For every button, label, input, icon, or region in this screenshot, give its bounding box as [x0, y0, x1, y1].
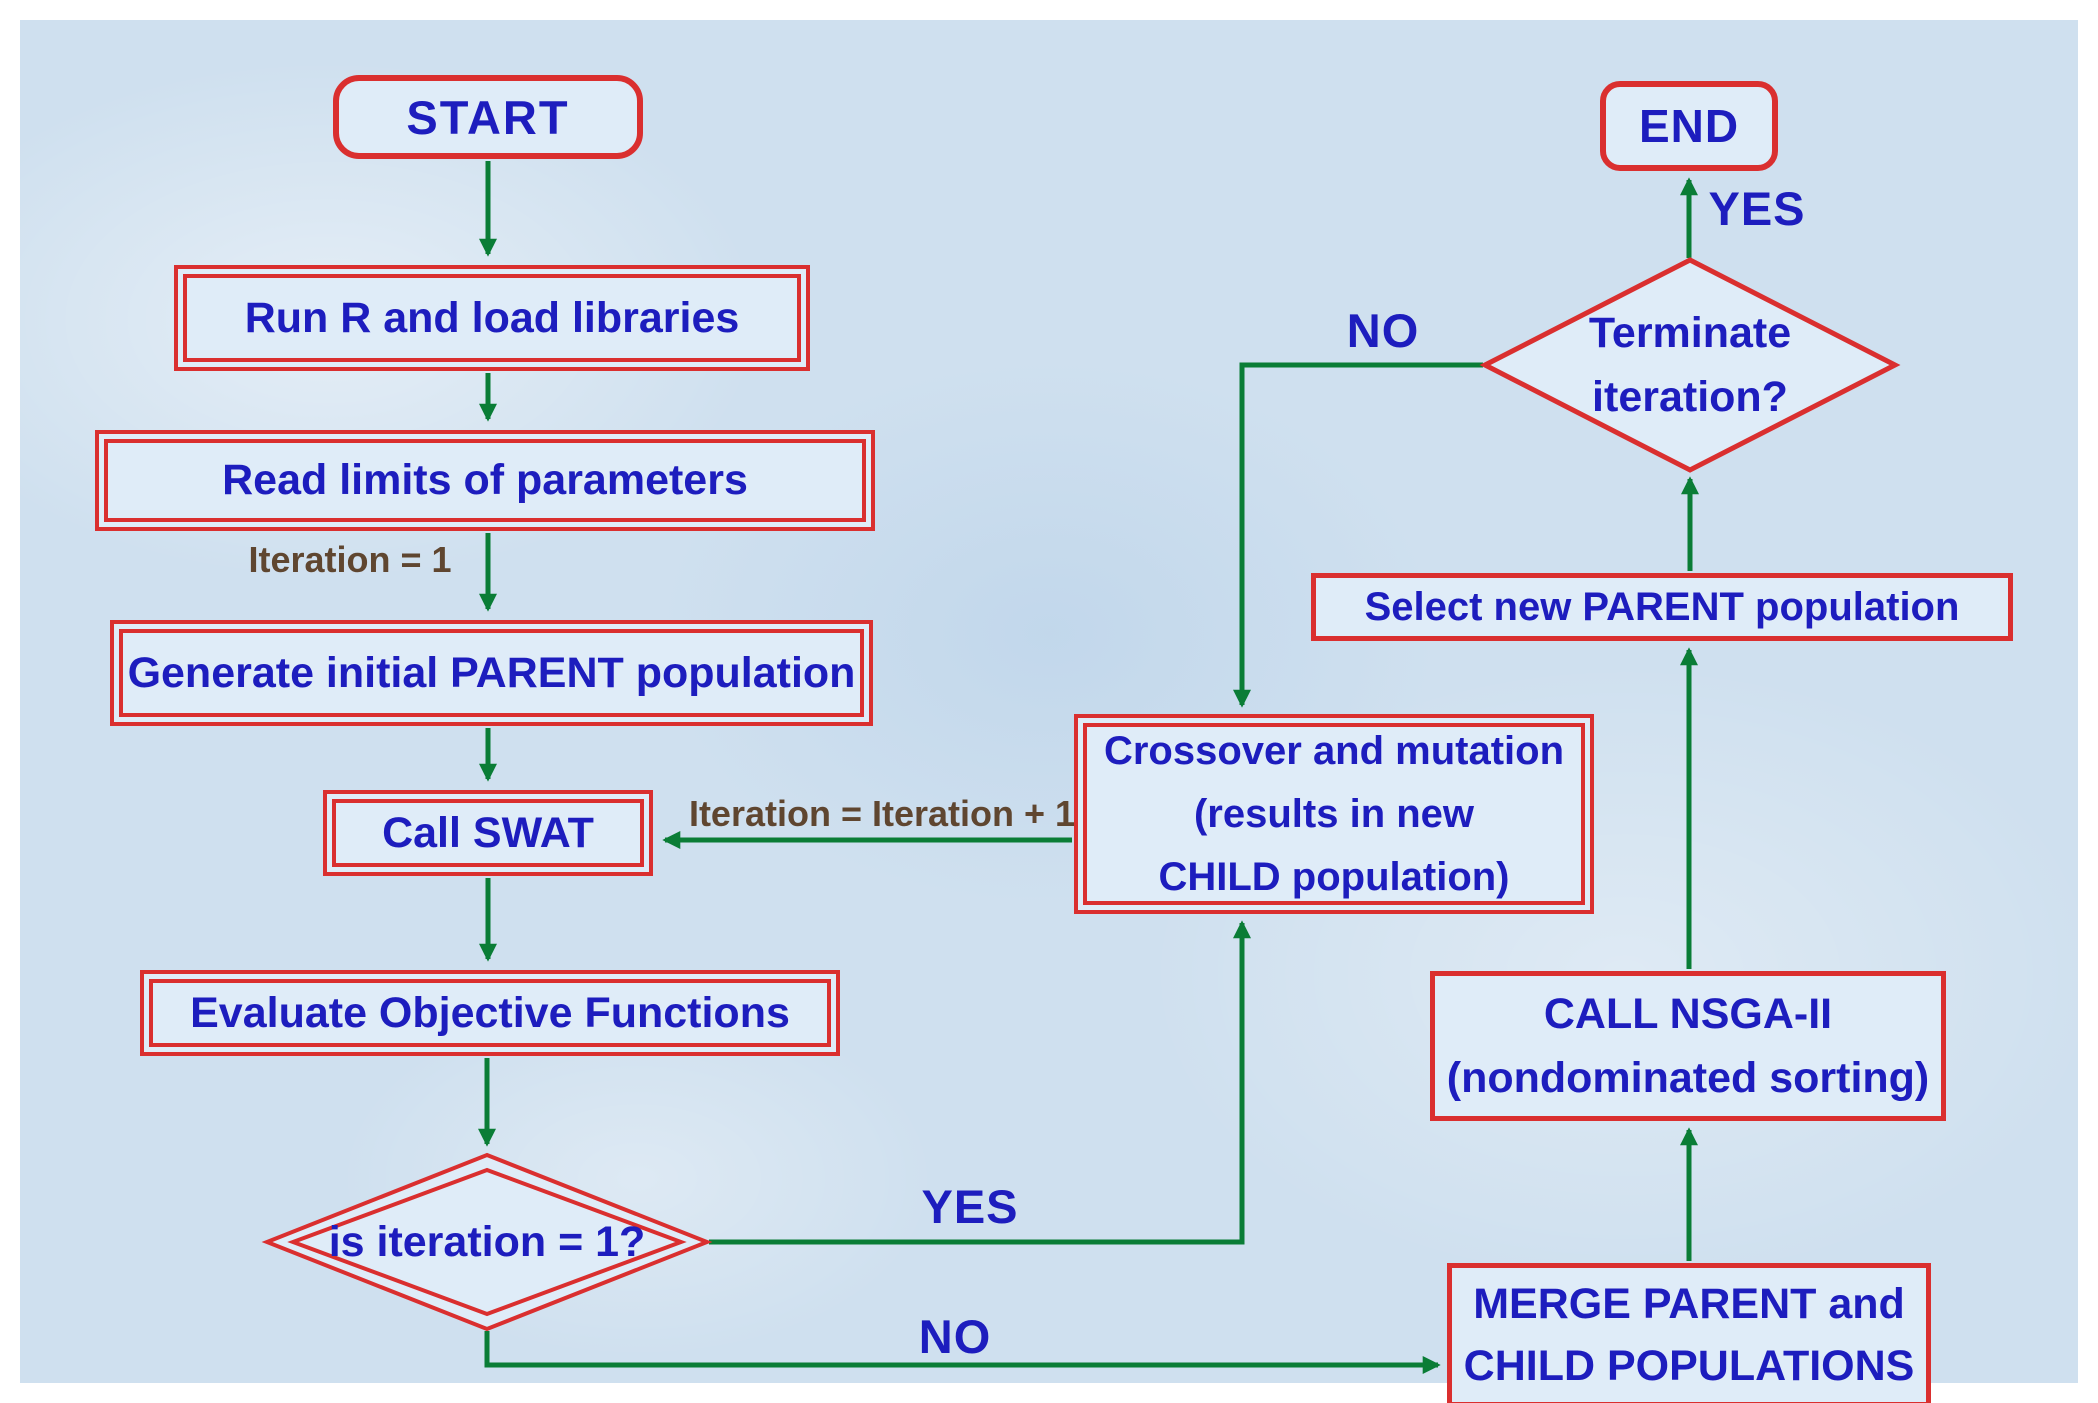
iteration-check-diamond — [261, 1152, 713, 1332]
node-merge-line2: CHILD POPULATIONS — [1463, 1342, 1915, 1390]
label-no-iteration-text: NO — [918, 1309, 992, 1363]
node-start-label: START — [406, 90, 570, 144]
label-no-terminate-text: NO — [1346, 303, 1420, 357]
node-evaluate-objectives: Evaluate Objective Functions — [140, 970, 840, 1056]
label-yes-terminate-text: YES — [1708, 181, 1806, 235]
node-call-nsga-line1: CALL NSGA-II — [1543, 990, 1833, 1038]
node-select-parent-label: Select new PARENT population — [1364, 584, 1960, 629]
node-read-limits-label: Read limits of parameters — [222, 456, 748, 504]
arrow-no-terminate-to-crossover — [1233, 362, 1483, 708]
arrow-no-to-merge — [484, 1331, 1441, 1374]
terminate-check-line2: iteration? — [1592, 373, 1788, 421]
node-evaluate-objectives-label: Evaluate Objective Functions — [190, 988, 790, 1037]
iteration-check-label: is iteration = 1? — [328, 1217, 646, 1266]
label-iteration-increment-text: Iteration = Iteration + 1 — [688, 793, 1076, 834]
label-iteration-init-text: Iteration = 1 — [248, 539, 452, 580]
node-generate-parent: Generate initial PARENT population — [110, 620, 873, 726]
node-end-label: END — [1638, 100, 1740, 152]
node-call-nsga-line2: (nondominated sorting) — [1446, 1054, 1930, 1102]
node-crossover-line2: (results in new — [1193, 791, 1475, 836]
label-no-iteration: NO — [885, 1308, 1025, 1364]
node-call-swat-label: Call SWAT — [382, 808, 594, 857]
flowchart-background: START Run R and load libraries Read limi… — [20, 20, 2078, 1403]
arrow-yes-to-crossover — [709, 920, 1251, 1245]
node-merge-line1: MERGE PARENT and — [1473, 1280, 1905, 1328]
iteration-check-text: is iteration = 1? — [267, 1155, 707, 1329]
node-crossover-line3: CHILD population) — [1158, 854, 1510, 899]
label-yes-terminate: YES — [1687, 180, 1827, 236]
terminate-check-diamond — [1479, 257, 1901, 473]
node-generate-parent-label: Generate initial PARENT population — [127, 648, 856, 697]
node-end: END — [1600, 81, 1778, 171]
node-run-r: Run R and load libraries — [174, 265, 810, 371]
label-yes-iteration: YES — [900, 1178, 1040, 1234]
iteration-check-diamond-inner — [287, 1167, 687, 1317]
node-start: START — [333, 75, 643, 159]
node-call-swat: Call SWAT — [323, 790, 653, 876]
node-select-parent: Select new PARENT population — [1311, 573, 2013, 641]
terminate-check-line1: Terminate — [1588, 309, 1792, 357]
node-call-nsga: CALL NSGA-II (nondominated sorting) — [1430, 971, 1946, 1121]
terminate-check-text: Terminate iteration? — [1485, 260, 1895, 470]
node-merge-populations: MERGE PARENT and CHILD POPULATIONS — [1447, 1263, 1931, 1403]
label-no-terminate: NO — [1313, 302, 1453, 358]
label-iteration-init: Iteration = 1 — [225, 538, 475, 582]
label-yes-iteration-text: YES — [921, 1179, 1019, 1233]
label-iteration-increment: Iteration = Iteration + 1 — [682, 792, 1082, 836]
node-read-limits: Read limits of parameters — [95, 430, 875, 531]
node-crossover-mutation: Crossover and mutation (results in new C… — [1074, 714, 1594, 914]
node-crossover-line1: Crossover and mutation — [1103, 728, 1565, 773]
node-run-r-label: Run R and load libraries — [244, 293, 740, 342]
flowchart-connectors — [261, 161, 1901, 1374]
